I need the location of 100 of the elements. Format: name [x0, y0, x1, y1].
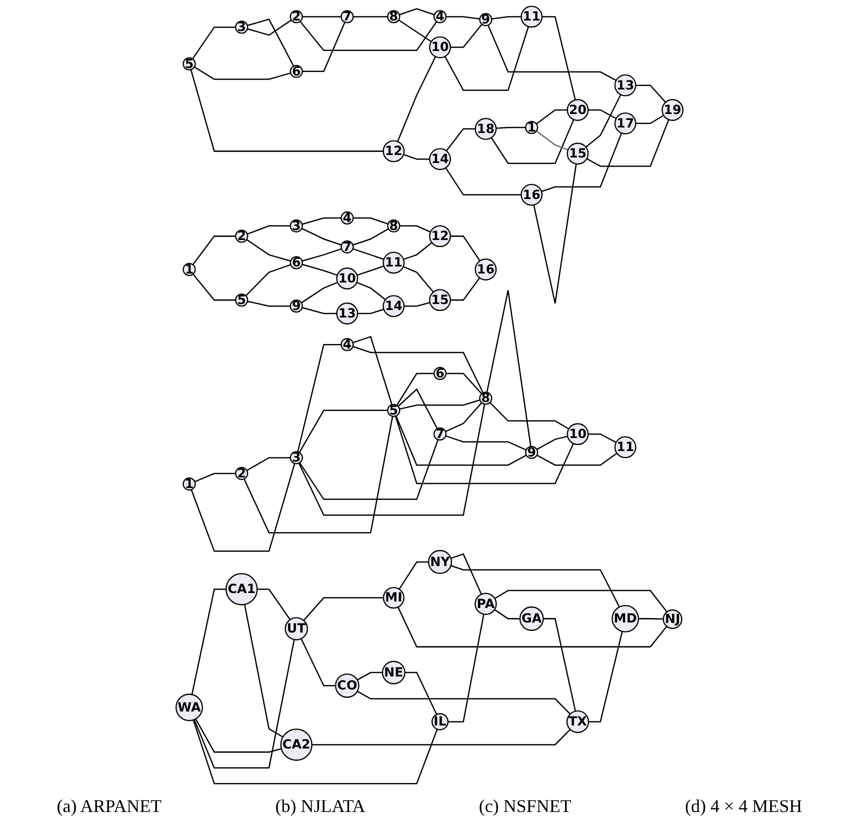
connector	[192, 26, 236, 60]
connector	[450, 277, 480, 301]
node-circle: 3	[290, 219, 303, 232]
node-circle: CO	[335, 673, 360, 698]
connector	[302, 264, 338, 276]
connector	[399, 399, 480, 410]
figure-caption: (b) NJLATA	[275, 796, 366, 817]
node-circle: 15	[429, 289, 451, 312]
connector	[487, 24, 616, 81]
node-circle: WA	[175, 694, 203, 722]
connector	[352, 336, 392, 405]
connector	[245, 264, 291, 296]
node-circle: 10	[566, 423, 589, 446]
connector	[297, 344, 342, 452]
node-circle: 10	[336, 268, 358, 290]
connector	[586, 119, 670, 167]
node-circle: 8	[387, 219, 400, 232]
connector	[448, 614, 484, 722]
connector	[588, 433, 616, 443]
node-circle: 10	[429, 36, 451, 58]
connector	[395, 416, 527, 466]
node-circle: 2	[235, 466, 248, 480]
connector	[636, 114, 664, 124]
node-circle: 16	[520, 184, 543, 206]
connector	[352, 248, 384, 260]
node-circle: 7	[340, 240, 354, 254]
connector	[398, 19, 432, 42]
connector	[398, 388, 438, 429]
connector	[244, 416, 394, 534]
node-circle: 15	[566, 142, 589, 165]
node-circle: 18	[474, 118, 497, 140]
connector	[496, 126, 526, 129]
node-circle: IL	[431, 713, 449, 730]
connector	[357, 672, 382, 681]
node-circle: 5	[182, 57, 196, 70]
connector	[298, 410, 388, 453]
node-circle: NY	[428, 550, 452, 574]
connector	[446, 372, 482, 394]
connector	[302, 22, 346, 72]
connector	[536, 452, 618, 466]
connector	[494, 590, 668, 612]
node-circle: 2	[290, 10, 303, 24]
connector	[358, 308, 384, 314]
node-circle: 1	[182, 262, 196, 276]
node-circle: CA2	[280, 728, 312, 761]
figure-caption: (c) NSFNET	[478, 796, 572, 817]
connector	[588, 109, 616, 120]
connector	[450, 565, 620, 608]
connector	[247, 225, 290, 235]
connector	[399, 8, 435, 16]
connector	[450, 236, 480, 262]
node-circle: NJ	[662, 609, 682, 630]
connector	[536, 109, 568, 124]
connector	[246, 457, 290, 472]
connector	[246, 239, 291, 262]
node-circle: 5	[235, 293, 248, 307]
node-circle: 6	[290, 256, 303, 270]
connector	[588, 631, 623, 722]
node-circle: 11	[520, 6, 543, 28]
connector	[302, 248, 342, 262]
connector	[445, 402, 482, 432]
node-circle: 12	[382, 140, 405, 162]
node-circle: 4	[340, 211, 354, 225]
connector	[585, 94, 622, 148]
connector	[446, 16, 480, 20]
node-circle: 6	[290, 64, 303, 78]
node-circle: 9	[479, 13, 492, 26]
connector	[404, 302, 430, 307]
connector	[400, 225, 431, 233]
connector	[450, 24, 482, 48]
connector	[192, 236, 236, 266]
node-circle: 19	[662, 99, 684, 121]
connector	[445, 167, 522, 196]
node-circle: 11	[382, 252, 405, 274]
connector	[404, 672, 438, 715]
node-circle: 5	[387, 404, 400, 417]
connector	[300, 638, 336, 686]
connector	[257, 588, 291, 620]
node-circle: MI	[382, 586, 404, 609]
connector	[446, 128, 476, 152]
node-circle: 8	[387, 10, 400, 24]
node-circle: 2	[235, 230, 248, 243]
node-circle: 11	[614, 436, 636, 458]
connector	[445, 435, 526, 451]
connector	[301, 282, 338, 304]
connector	[638, 618, 664, 620]
connector	[403, 242, 432, 260]
node-circle: 1	[182, 477, 196, 491]
connector	[190, 463, 296, 552]
node-circle: 13	[614, 74, 636, 96]
connector	[194, 472, 236, 482]
node-circle: 1	[525, 120, 538, 134]
connector	[353, 16, 388, 18]
node-circle: 13	[336, 302, 358, 324]
node-circle: 17	[614, 112, 636, 134]
connector	[299, 439, 439, 500]
connector	[191, 588, 226, 695]
connector	[194, 66, 291, 80]
connector	[352, 346, 484, 394]
connector	[542, 16, 576, 100]
